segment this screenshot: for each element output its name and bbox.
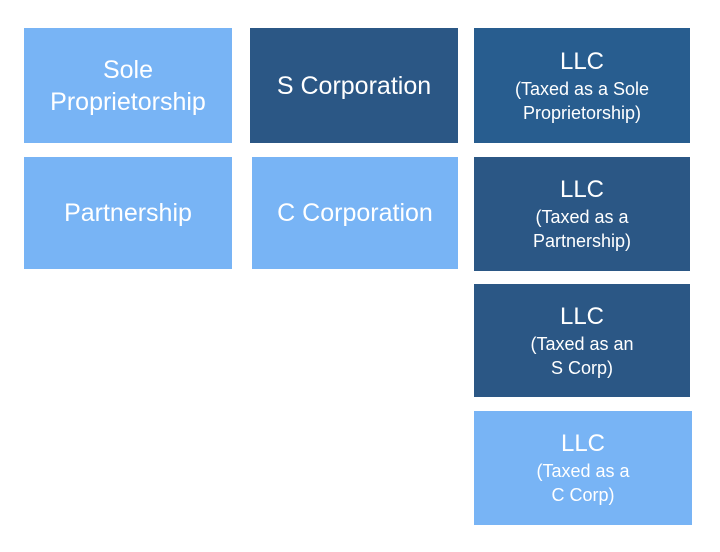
llc-partnership-box: LLC (Taxed as a Partnership) [474, 157, 690, 271]
partnership-box: Partnership [24, 157, 232, 269]
s-corporation-box: S Corporation [250, 28, 458, 143]
box-title: LLC [559, 302, 605, 330]
box-subtitle-line: Proprietorship) [522, 102, 642, 123]
box-subtitle-line: Partnership) [532, 231, 632, 251]
llc-c-corp-box: LLC (Taxed as a C Corp) [474, 411, 692, 525]
box-subtitle-line: (Taxed as an [530, 333, 634, 354]
box-label-line: C Corporation [277, 199, 433, 227]
sole-proprietorship-box: Sole Proprietorship [24, 28, 232, 143]
box-label-line: Partnership [64, 199, 192, 227]
c-corporation-box: C Corporation [252, 157, 458, 269]
box-title: LLC [559, 47, 605, 75]
box-subtitle-line: (Taxed as a Sole [514, 78, 650, 99]
box-subtitle-line: S Corp) [550, 357, 613, 378]
llc-s-corp-box: LLC (Taxed as an S Corp) [474, 284, 690, 397]
box-subtitle-line: (Taxed as a [536, 461, 630, 481]
llc-sole-proprietorship-box: LLC (Taxed as a Sole Proprietorship) [474, 28, 690, 143]
box-label-line: Proprietorship [50, 87, 206, 116]
box-title: LLC [560, 430, 606, 457]
box-label-line: S Corporation [276, 71, 432, 100]
box-subtitle-line: C Corp) [551, 485, 615, 505]
box-title: LLC [559, 176, 605, 203]
box-subtitle-line: (Taxed as a [535, 207, 629, 227]
box-label-line: Sole [102, 55, 154, 84]
